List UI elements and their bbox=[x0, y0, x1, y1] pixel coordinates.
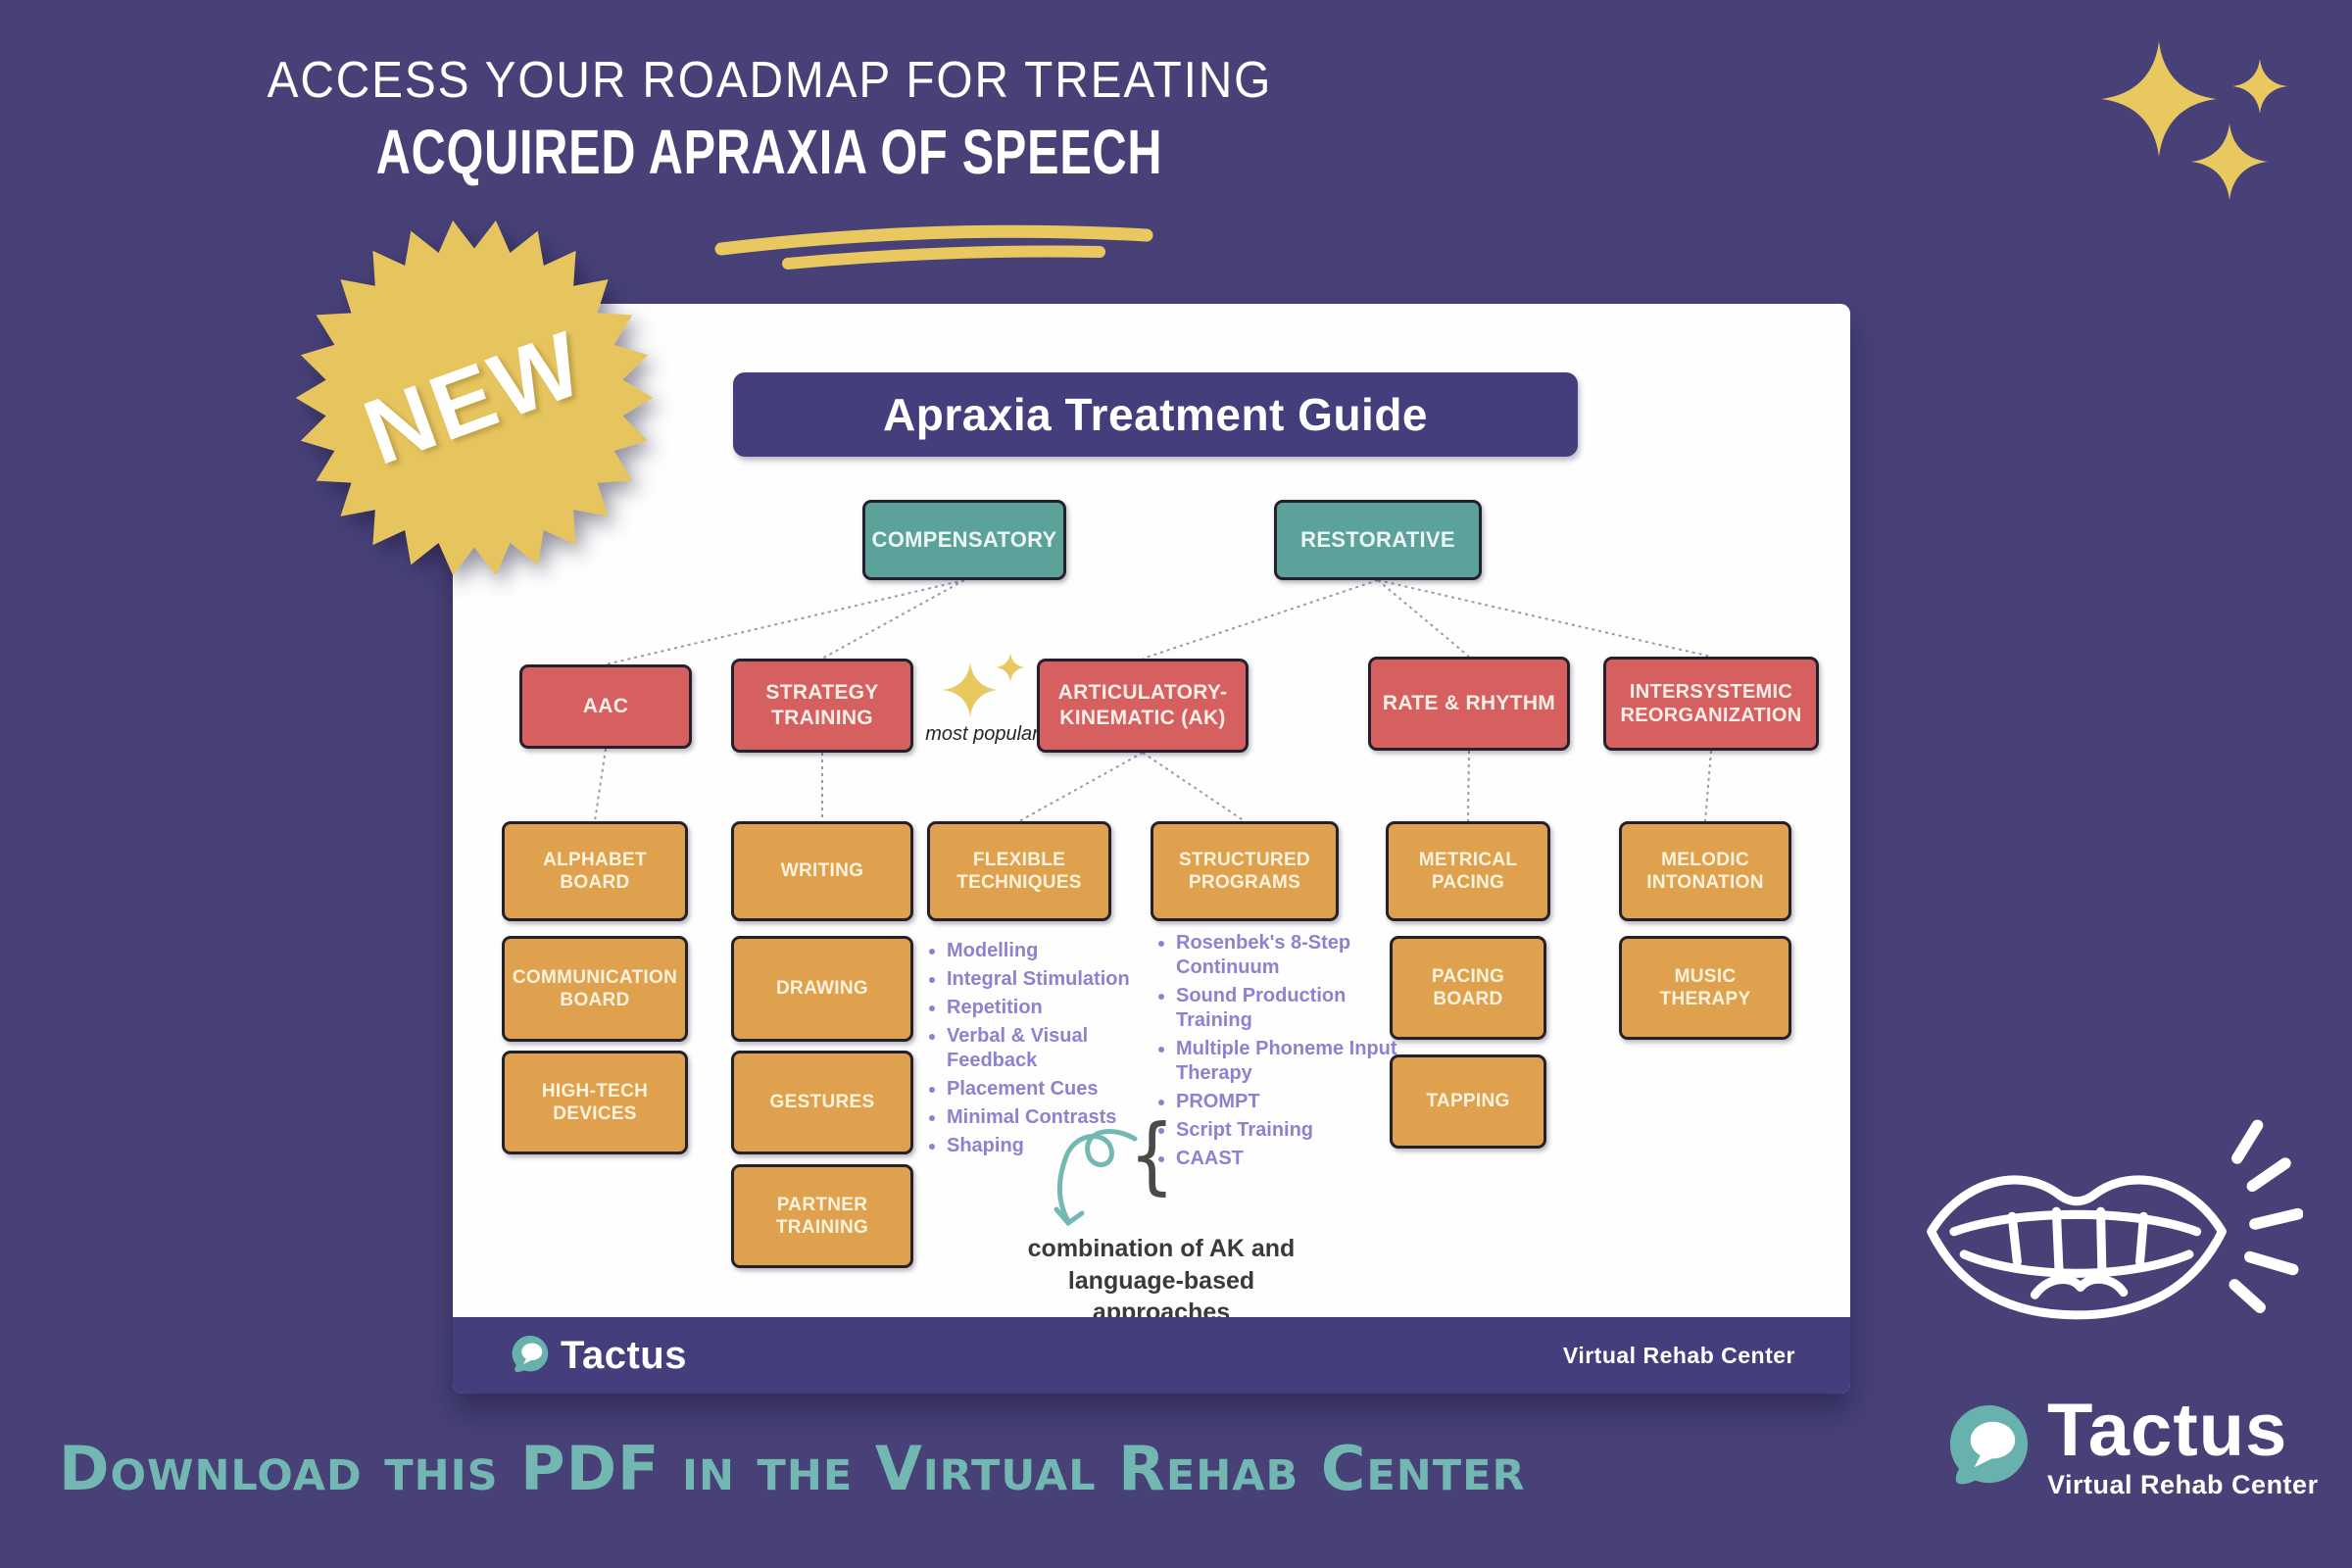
brand-name: Tactus bbox=[2047, 1389, 2288, 1472]
list-item: Placement Cues bbox=[947, 1077, 1182, 1102]
list-item: Integral Stimulation bbox=[947, 967, 1182, 992]
method-box-metrical-pacing: METRICAL PACING bbox=[1386, 821, 1550, 921]
lips-icon bbox=[1927, 1119, 2303, 1320]
list-item: Verbal & Visual Feedback bbox=[947, 1024, 1182, 1073]
most-popular-note: most popular bbox=[925, 723, 1039, 745]
flexible-techniques-list: Modelling Integral Stimulation Repetitio… bbox=[921, 939, 1182, 1162]
method-box-high-tech-devices: HIGH-TECH DEVICES bbox=[502, 1051, 688, 1154]
footer-brand-lockup: Tactus bbox=[508, 1334, 687, 1378]
brand-logo-icon bbox=[1949, 1405, 2029, 1485]
list-item: Modelling bbox=[947, 939, 1182, 963]
method-box-communication-board: COMMUNICATION BOARD bbox=[502, 936, 688, 1042]
guide-title: Apraxia Treatment Guide bbox=[733, 372, 1578, 457]
approach-box-rate-rhythm: RATE & RHYTHM bbox=[1368, 657, 1570, 751]
most-popular-sparkles-icon bbox=[943, 653, 1025, 717]
list-item: Sound Production Training bbox=[1176, 984, 1411, 1033]
new-badge: NEW bbox=[292, 216, 657, 580]
combination-note: combination of AK and language-based app… bbox=[1027, 1235, 1296, 1326]
method-box-structured-programs: STRUCTURED PROGRAMS bbox=[1151, 821, 1339, 921]
method-box-pacing-board: PACING BOARD bbox=[1390, 936, 1546, 1040]
method-box-melodic-intonation: MELODIC INTONATION bbox=[1619, 821, 1791, 921]
method-box-partner-training: PARTNER TRAINING bbox=[731, 1164, 913, 1268]
footer-brand-name: Tactus bbox=[561, 1333, 687, 1377]
brand-tagline: Virtual Rehab Center bbox=[2047, 1470, 2319, 1500]
underline-swoosh-icon bbox=[714, 224, 1153, 270]
method-box-gestures: GESTURES bbox=[731, 1051, 913, 1154]
method-box-flexible-techniques: FLEXIBLE TECHNIQUES bbox=[927, 821, 1111, 921]
method-box-alphabet-board: ALPHABET BOARD bbox=[502, 821, 688, 921]
category-box-compensatory: COMPENSATORY bbox=[862, 500, 1066, 580]
header-line-1: ACCESS YOUR ROADMAP FOR TREATING bbox=[267, 52, 1272, 109]
tactus-logo-icon bbox=[512, 1335, 549, 1373]
list-item: Rosenbek's 8-Step Continuum bbox=[1176, 931, 1411, 980]
method-box-drawing: DRAWING bbox=[731, 936, 913, 1042]
combination-arrow-icon bbox=[1054, 1129, 1138, 1227]
structured-programs-list: Rosenbek's 8-Step Continuum Sound Produc… bbox=[1151, 931, 1411, 1175]
brace-icon: { bbox=[1129, 1106, 1175, 1204]
list-item: Repetition bbox=[947, 996, 1182, 1020]
brand-lockup: Tactus Virtual Rehab Center bbox=[1940, 1389, 2319, 1500]
approach-box-strategy-training: STRATEGY TRAINING bbox=[731, 659, 913, 753]
header-line-2: ACQUIRED APRAXIA OF SPEECH bbox=[375, 117, 1163, 187]
sparkles-top-right-icon bbox=[2101, 41, 2287, 200]
card-footer: Tactus Virtual Rehab Center bbox=[453, 1317, 1850, 1394]
method-box-music-therapy: MUSIC THERAPY bbox=[1619, 936, 1791, 1040]
approach-box-aac: AAC bbox=[519, 664, 692, 749]
list-item: PROMPT bbox=[1176, 1090, 1411, 1114]
category-box-restorative: RESTORATIVE bbox=[1274, 500, 1482, 580]
list-item: Shaping bbox=[947, 1134, 1182, 1158]
list-item: Multiple Phoneme Input Therapy bbox=[1176, 1037, 1411, 1086]
approach-box-articulatory-kinematic: ARTICULATORY-KINEMATIC (AK) bbox=[1037, 659, 1249, 753]
method-box-writing: WRITING bbox=[731, 821, 913, 921]
approach-box-intersystemic-reorganization: INTERSYSTEMIC REORGANIZATION bbox=[1603, 657, 1819, 751]
guide-card: Apraxia Treatment Guide COMPENSATORY RES… bbox=[453, 304, 1850, 1394]
list-item: Minimal Contrasts bbox=[947, 1105, 1182, 1130]
method-box-tapping: TAPPING bbox=[1390, 1054, 1546, 1149]
list-item: CAAST bbox=[1176, 1147, 1411, 1171]
cta-text: Download this PDF in the Virtual Rehab C… bbox=[59, 1433, 1526, 1504]
list-item: Script Training bbox=[1176, 1118, 1411, 1143]
footer-tagline: Virtual Rehab Center bbox=[1562, 1342, 1795, 1368]
